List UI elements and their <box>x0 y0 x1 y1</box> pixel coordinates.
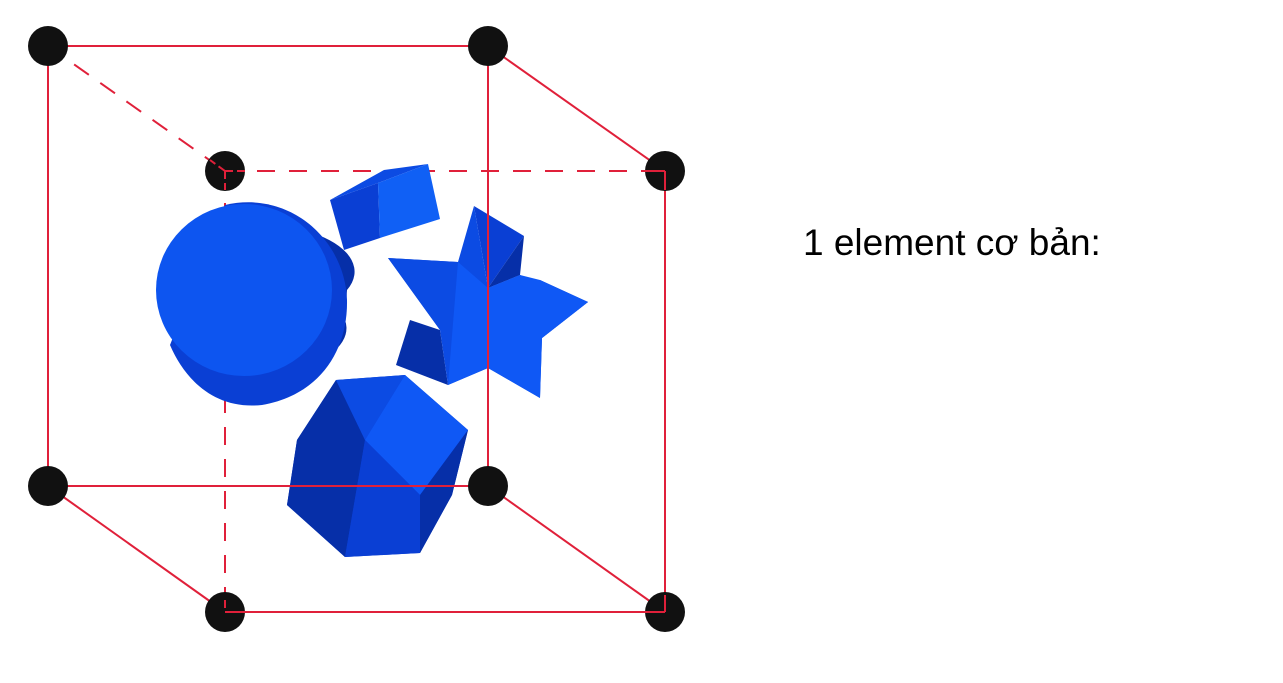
hidden-edge-top-left-back <box>47 45 226 172</box>
edge-bottom-right-diagonal <box>487 485 666 613</box>
edge-bottom-left-diagonal <box>47 485 226 613</box>
visible-edges <box>47 45 666 613</box>
atom-edge-overlays <box>209 159 666 613</box>
cube-shape <box>330 164 440 250</box>
hexagonal-prism-shape <box>287 375 468 557</box>
edge-top-right-diagonal <box>487 45 666 172</box>
cylinder-shape <box>156 202 355 406</box>
atom-front-top-left <box>28 26 68 66</box>
atom-front-bottom-left <box>28 466 68 506</box>
shapes-group <box>156 164 588 557</box>
caption-text: 1 element cơ bản: <box>803 222 1101 263</box>
atom-front-top-right <box>468 26 508 66</box>
atom-front-bottom-right <box>468 466 508 506</box>
